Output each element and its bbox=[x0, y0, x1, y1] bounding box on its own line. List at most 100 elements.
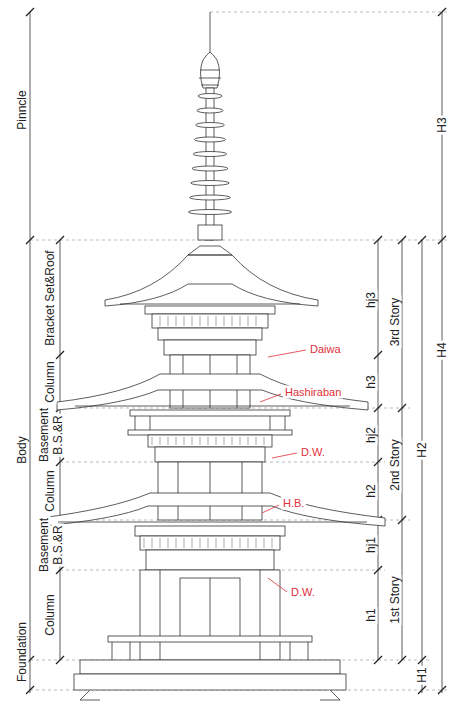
rafter-line bbox=[192, 316, 193, 326]
rafter-line bbox=[200, 316, 201, 326]
rafter-line bbox=[168, 538, 169, 548]
part-label: B.S.&R bbox=[52, 523, 65, 566]
callout-label: H.B. bbox=[281, 497, 306, 510]
rafter-line bbox=[224, 316, 225, 326]
rafter-line bbox=[192, 437, 193, 445]
dimension-label: H4 bbox=[436, 340, 449, 359]
dimension-tick bbox=[56, 236, 64, 244]
dimension-tick bbox=[374, 236, 382, 244]
rafter-line bbox=[272, 538, 273, 548]
spire-ring bbox=[197, 108, 223, 113]
part-label: Column bbox=[44, 359, 57, 404]
height-label: hj2 bbox=[365, 425, 378, 445]
rafter-line bbox=[200, 437, 201, 445]
rafter-line bbox=[160, 437, 161, 445]
dimension-tick bbox=[398, 656, 406, 664]
spire-ring bbox=[193, 152, 227, 157]
part-label: Basement bbox=[38, 406, 51, 464]
dimension-tick bbox=[398, 516, 406, 524]
rafter-line bbox=[144, 538, 145, 548]
dimension-tick bbox=[374, 458, 382, 466]
height-label: h1 bbox=[365, 606, 378, 623]
dimension-tick bbox=[418, 656, 426, 664]
dimension-tick bbox=[418, 236, 426, 244]
rafter-line bbox=[200, 538, 201, 548]
rafter-line bbox=[216, 538, 217, 548]
rafter-line bbox=[264, 538, 265, 548]
rafter-line bbox=[224, 437, 225, 445]
callout-label: Hashiraban bbox=[283, 386, 343, 399]
rafter-line bbox=[232, 437, 233, 445]
dimension-tick bbox=[56, 351, 64, 359]
rafter-line bbox=[248, 538, 249, 548]
section-label: Pinncle bbox=[16, 88, 29, 131]
rafter-line bbox=[256, 538, 257, 548]
dimension-tick bbox=[418, 686, 426, 694]
section-label: Body bbox=[16, 434, 29, 465]
dimension-tick bbox=[56, 458, 64, 466]
height-label: h3 bbox=[365, 373, 378, 390]
rafter-line bbox=[216, 437, 217, 445]
dimension-tick bbox=[26, 686, 34, 694]
rafter-line bbox=[208, 437, 209, 445]
dimension-tick bbox=[56, 566, 64, 574]
rafter-line bbox=[176, 316, 177, 326]
part-label: Basement bbox=[38, 516, 51, 574]
dimension-tick bbox=[26, 236, 34, 244]
rafter-line bbox=[160, 538, 161, 548]
part-label: Bracket Set&Roof bbox=[44, 248, 57, 347]
rafter-line bbox=[240, 538, 241, 548]
rafter-line bbox=[176, 538, 177, 548]
dimension-tick bbox=[398, 236, 406, 244]
spire-ring bbox=[191, 181, 229, 186]
rafter-line bbox=[224, 538, 225, 548]
story-label: 1st Story bbox=[389, 574, 402, 625]
rafter-line bbox=[168, 437, 169, 445]
rafter-line bbox=[208, 538, 209, 548]
rafter-line bbox=[256, 437, 257, 445]
spire-ring bbox=[196, 123, 225, 128]
dimension-tick bbox=[374, 656, 382, 664]
spire-ring bbox=[190, 195, 231, 200]
callout-label: Daiwa bbox=[308, 343, 343, 356]
dimension-label: H2 bbox=[416, 440, 429, 459]
dimension-tick bbox=[438, 8, 446, 16]
part-label: B.S.&R bbox=[52, 413, 65, 456]
rafter-line bbox=[248, 437, 249, 445]
rafter-line bbox=[184, 316, 185, 326]
rafter-line bbox=[256, 316, 257, 326]
rafter-line bbox=[264, 437, 265, 445]
height-label: h2 bbox=[365, 482, 378, 499]
dimension-tick bbox=[374, 566, 382, 574]
dimension-tick bbox=[374, 351, 382, 359]
part-label: Column bbox=[44, 592, 57, 637]
dimension-tick bbox=[374, 404, 382, 412]
part-label: Column bbox=[44, 468, 57, 513]
dimension-tick bbox=[398, 404, 406, 412]
dimension-label: H1 bbox=[416, 665, 429, 684]
rafter-line bbox=[232, 316, 233, 326]
story-label: 3rd Story bbox=[389, 296, 402, 349]
rafter-line bbox=[152, 437, 153, 445]
rafter-line bbox=[232, 538, 233, 548]
height-label: hj3 bbox=[365, 290, 378, 310]
spire-ring bbox=[198, 94, 222, 99]
spire-ring bbox=[194, 137, 225, 142]
rafter-line bbox=[184, 538, 185, 548]
spire-ring bbox=[188, 210, 231, 215]
dimension-tick bbox=[438, 236, 446, 244]
rafter-line bbox=[240, 437, 241, 445]
rafter-line bbox=[168, 316, 169, 326]
rafter-line bbox=[240, 316, 241, 326]
rafter-line bbox=[160, 316, 161, 326]
rafter-line bbox=[208, 316, 209, 326]
rafter-line bbox=[216, 316, 217, 326]
section-label: Foundation bbox=[16, 620, 29, 684]
rafter-line bbox=[184, 437, 185, 445]
dimension-tick bbox=[56, 656, 64, 664]
rafter-line bbox=[248, 316, 249, 326]
callout-label: D.W. bbox=[289, 586, 317, 599]
height-label: hj1 bbox=[365, 535, 378, 555]
story-label: 2nd Story bbox=[389, 437, 402, 492]
